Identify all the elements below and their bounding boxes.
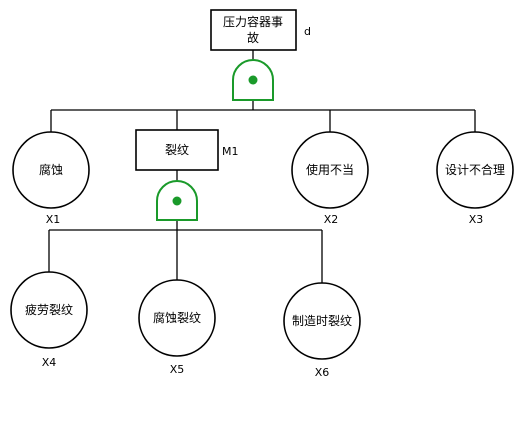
top-event: 压力容器事 故: [210, 9, 297, 51]
top-event-label-line1: 压力容器事: [223, 14, 283, 29]
basic-event-label: 设计不合理: [445, 162, 505, 177]
basic-event-tag: X4: [42, 356, 57, 369]
basic-event-x6: 制造时裂纹: [283, 282, 361, 360]
basic-event-tag: X6: [315, 366, 330, 379]
basic-event-x5: 腐蚀裂纹: [138, 279, 216, 357]
basic-event-label: 腐蚀: [39, 162, 63, 177]
basic-event-tag: X5: [170, 363, 185, 376]
basic-event-x3: 设计不合理: [436, 131, 514, 209]
intermediate-event-tag: M1: [222, 145, 239, 158]
top-event-label-line2: 故: [247, 30, 259, 45]
basic-event-tag: X2: [324, 213, 339, 226]
basic-event-tag: X1: [46, 213, 61, 226]
intermediate-event: 裂纹: [135, 129, 219, 171]
intermediate-event-label: 裂纹: [165, 143, 189, 157]
top-gate-icon: [232, 59, 274, 101]
basic-event-x1: 腐蚀: [12, 131, 90, 209]
basic-event-x2: 使用不当: [291, 131, 369, 209]
top-event-tag: d: [304, 25, 311, 38]
connectors: [48, 50, 476, 283]
basic-event-label: 疲劳裂纹: [25, 302, 73, 317]
basic-event-label: 腐蚀裂纹: [153, 310, 201, 325]
basic-event-tag: X3: [469, 213, 484, 226]
basic-event-label: 使用不当: [306, 162, 354, 177]
basic-event-x4: 疲劳裂纹: [10, 271, 88, 349]
intermediate-gate-icon: [156, 180, 198, 221]
basic-event-label: 制造时裂纹: [292, 314, 352, 328]
